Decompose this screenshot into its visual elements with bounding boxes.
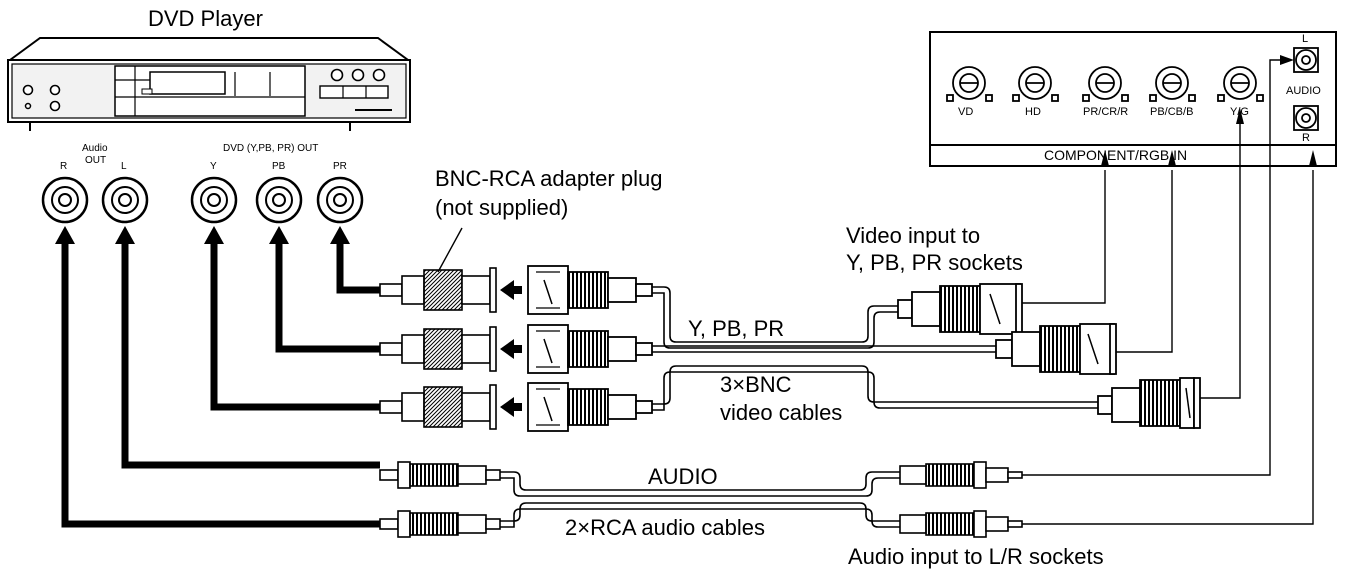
audio-out-label: Audio (82, 143, 108, 154)
rca-jack-icon (255, 176, 303, 224)
bnc-jack-icon (946, 66, 993, 102)
adapter-callout-line1: BNC-RCA adapter plug (435, 166, 663, 191)
jack-label-r: R (60, 161, 68, 172)
monitor-audio-r: R (1302, 132, 1310, 144)
monitor-audio-label: AUDIO (1286, 85, 1321, 97)
bnc-jack-icon (1217, 66, 1264, 102)
adapter-plug-icon (379, 384, 497, 430)
bnc-plug-icon (1097, 377, 1201, 429)
adapter-plug-icon (379, 326, 497, 372)
bnc-jack-icon (1149, 66, 1196, 102)
monitor-label-pb: PB/CB/B (1150, 106, 1194, 118)
jack-label-pr: PR (333, 161, 347, 172)
monitor-label-hd: HD (1025, 106, 1041, 118)
audio-cable-label: AUDIO (648, 464, 718, 489)
monitor-label-pr: PR/CR/R (1083, 106, 1129, 118)
bnc-plug-icon (527, 324, 653, 374)
rca-jack-icon (1293, 105, 1319, 131)
video-input-line2: Y, PB, PR sockets (846, 250, 1023, 275)
bnc-plug-icon (897, 283, 1023, 335)
rca-jack-icon (190, 176, 238, 224)
jack-label-l: L (121, 161, 127, 172)
monitor-panel (929, 31, 1337, 167)
monitor-label-y: Y/G (1230, 106, 1249, 118)
bnc-jack-icon (1082, 66, 1129, 102)
arrow-icon (61, 240, 380, 528)
ypbpr-label: Y, PB, PR (688, 316, 785, 341)
adapter-plug-icon (379, 267, 497, 313)
dvd-player (6, 37, 412, 131)
video-out-label: DVD (Y,PB, PR) OUT (223, 143, 319, 154)
rca-jack-icon (1293, 47, 1319, 73)
rca-jack-icon (101, 176, 149, 224)
bnc-plug-icon (527, 382, 653, 432)
monitor-audio-l: L (1302, 33, 1309, 45)
dvd-player-title: DVD Player (148, 6, 263, 31)
rca-audio-cables-label: 2×RCA audio cables (565, 515, 765, 540)
monitor-panel-title: COMPONENT/RGB IN (1044, 147, 1188, 163)
rca-plug-icon (379, 461, 501, 489)
rca-plug-icon (899, 510, 1023, 538)
rca-jack-icon (316, 176, 364, 224)
bnc-cables-line2: video cables (720, 400, 843, 425)
video-input-line1: Video input to (846, 223, 981, 248)
rca-plug-icon (379, 510, 501, 538)
monitor-label-vd: VD (958, 106, 974, 118)
rca-jack-icon (41, 176, 89, 224)
jack-label-pb: PB (272, 161, 286, 172)
audio-cables (500, 471, 900, 528)
bnc-cables (652, 286, 1098, 411)
bnc-cables-line1: 3×BNC (720, 372, 792, 397)
rca-plug-icon (899, 461, 1023, 489)
audio-input-label: Audio input to L/R sockets (848, 544, 1104, 569)
audio-out-label-2: OUT (85, 155, 107, 166)
bnc-jack-icon (1012, 66, 1059, 102)
bnc-plug-icon (995, 323, 1117, 375)
adapter-callout-line2: (not supplied) (435, 195, 569, 220)
bnc-plug-icon (527, 265, 653, 315)
jack-label-y: Y (210, 161, 217, 172)
